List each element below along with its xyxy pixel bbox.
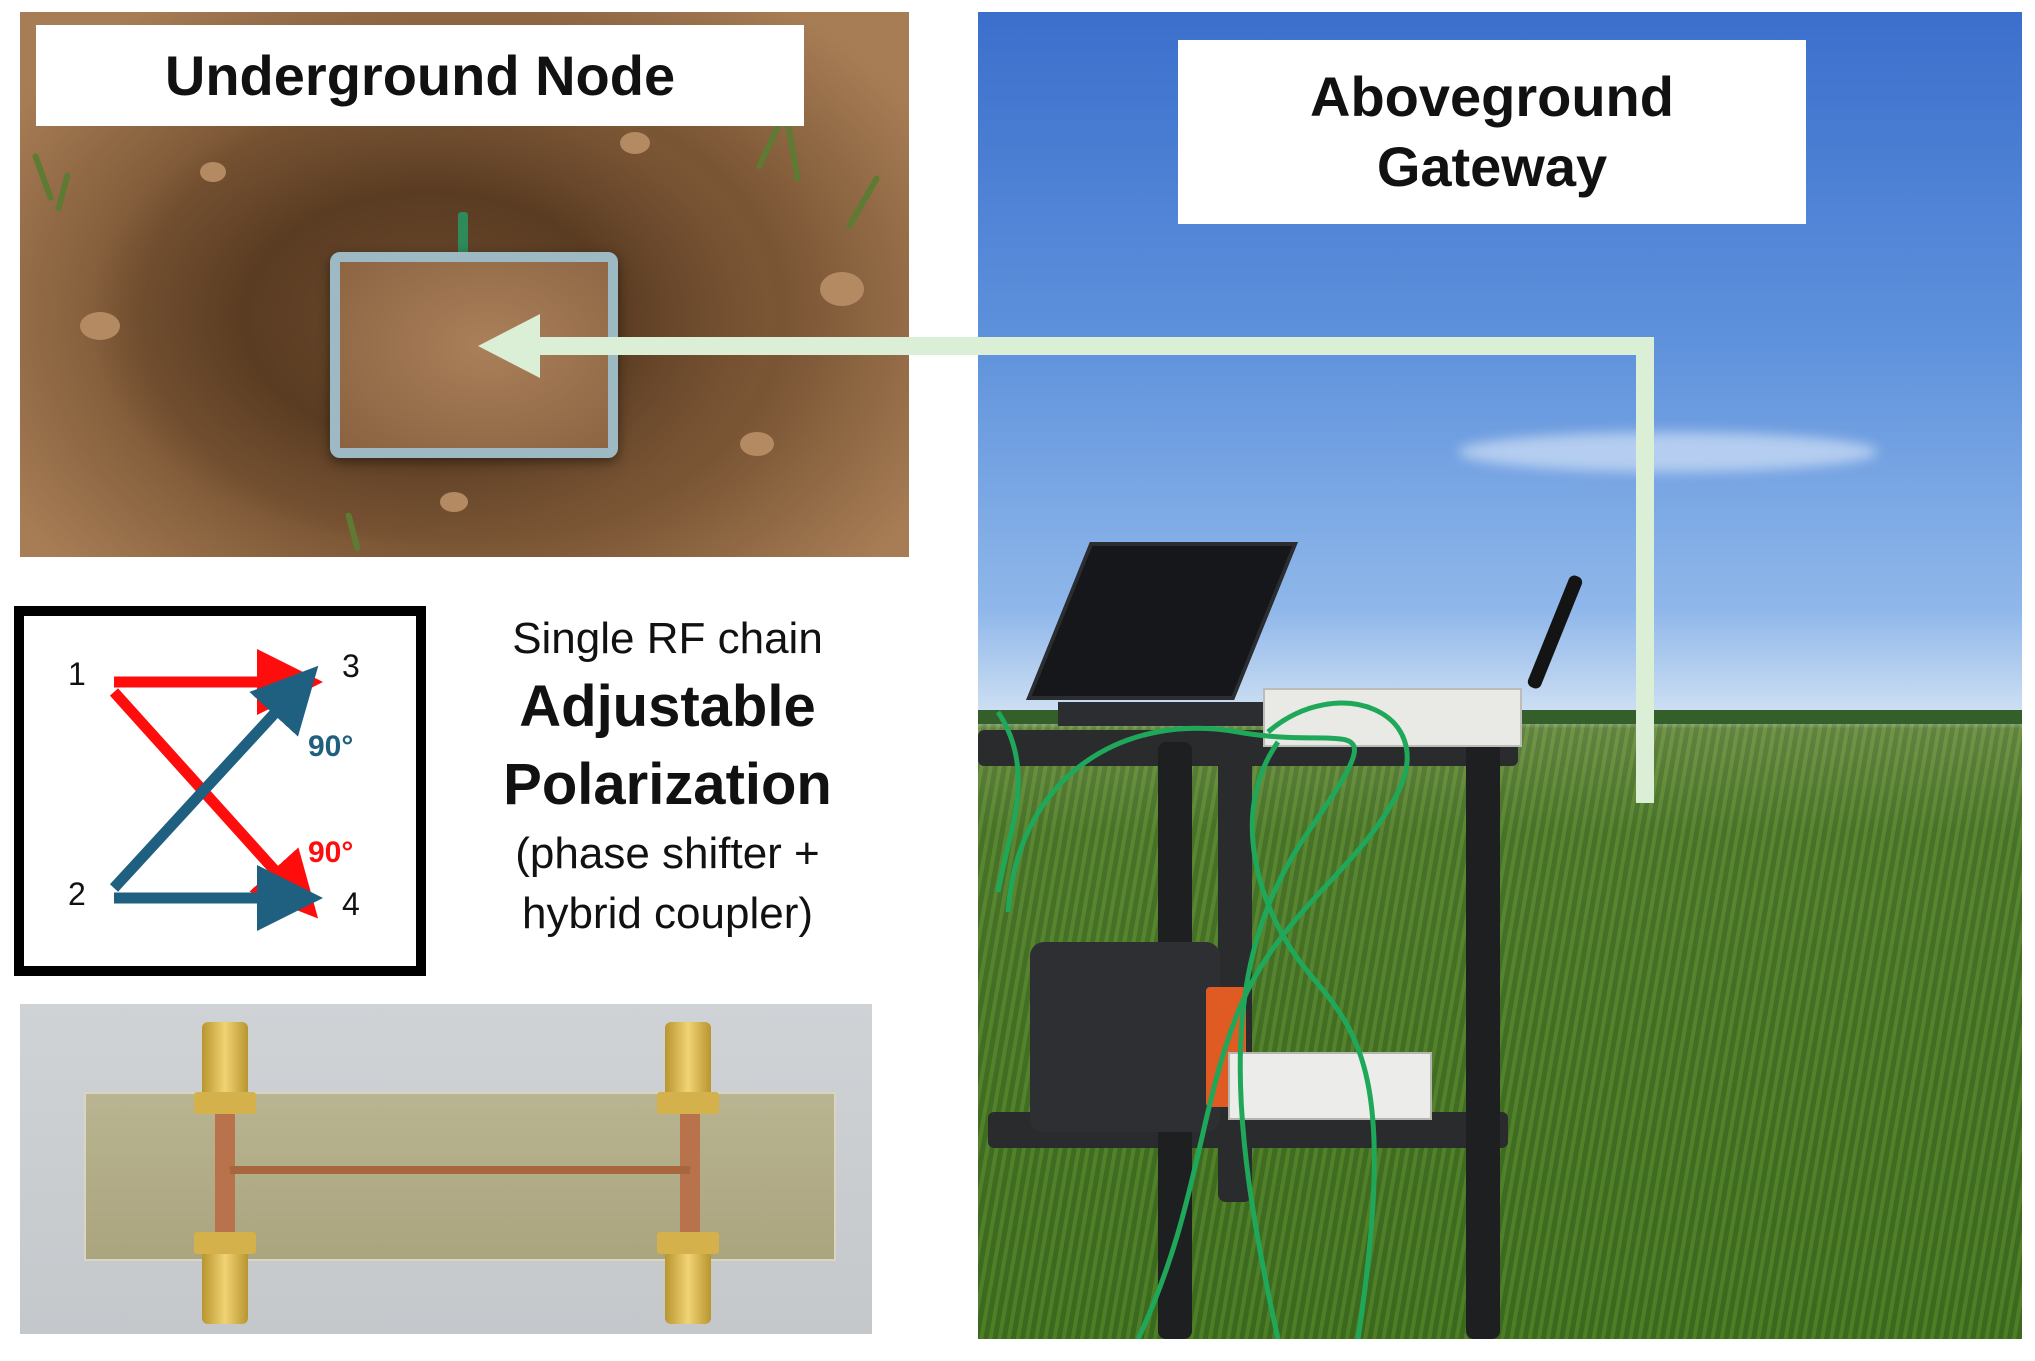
pcb-trace [215, 1072, 235, 1262]
hybrid-coupler-pcb-photo [20, 1004, 872, 1334]
port-4: 4 [342, 886, 360, 922]
aboveground-label-line2: Gateway [1376, 135, 1608, 198]
power-strip [1228, 1052, 1432, 1120]
phase-label-red: 90° [308, 836, 354, 869]
sma-connector [665, 1244, 711, 1324]
path-2-3 [109, 665, 319, 892]
rf-text-line2: Adjustable [519, 674, 816, 739]
sensor-stake [458, 212, 468, 264]
aboveground-label-line1: Aboveground [1310, 65, 1674, 128]
sma-connector-base [657, 1092, 719, 1114]
rf-chain-description: Single RF chain Adjustable Polarization … [445, 610, 890, 944]
rf-text-line5: hybrid coupler) [521, 889, 814, 938]
aboveground-gateway-label: Aboveground Gateway [1178, 40, 1806, 224]
hybrid-coupler-diagram: 1 2 3 4 90° 90° [14, 606, 426, 976]
rf-text-line4: (phase shifter + [515, 829, 820, 878]
port-2: 2 [68, 876, 86, 912]
port-3: 3 [342, 648, 360, 684]
pcb-trace [230, 1166, 690, 1174]
sma-connector [202, 1022, 248, 1102]
rf-text-line1: Single RF chain [512, 614, 823, 663]
pcb-trace [680, 1072, 700, 1262]
cart-leg [1466, 742, 1500, 1339]
phase-label-blue: 90° [308, 730, 354, 763]
sma-connector [202, 1244, 248, 1324]
sma-connector [665, 1022, 711, 1102]
rf-text-line3: Polarization [503, 752, 832, 817]
port-1: 1 [68, 656, 86, 692]
underground-node-label: Underground Node [36, 25, 804, 126]
portable-battery [1030, 942, 1220, 1132]
sma-connector-base [657, 1232, 719, 1254]
sma-connector-base [194, 1092, 256, 1114]
cart-leg [1218, 742, 1252, 1202]
buried-node-tray [330, 252, 618, 458]
sma-connector-base [194, 1232, 256, 1254]
